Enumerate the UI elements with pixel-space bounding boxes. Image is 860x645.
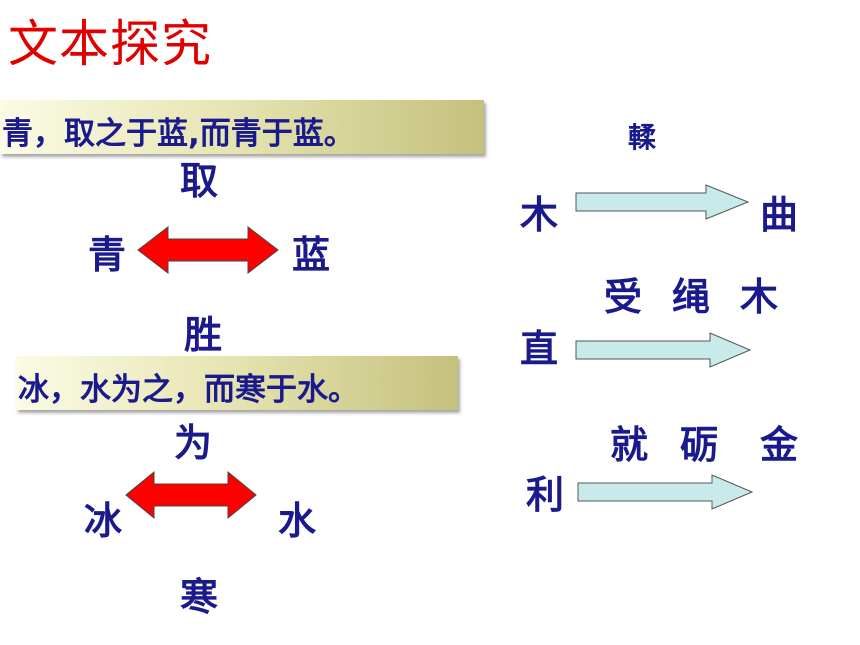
arrow-3 [577,474,754,510]
label-mu: 木 [520,193,559,237]
label-sheng-rope: 绳 [672,275,711,319]
label-zhi: 直 [520,327,559,371]
label-qu-curved: 曲 [760,193,799,237]
double-arrow-1 [137,225,279,275]
label-lan: 蓝 [292,233,331,277]
label-rou: 輮 [628,121,657,154]
label-qing: 青 [88,233,127,277]
label-qu: 取 [180,159,219,203]
label-jin: 金 [760,423,799,467]
sentence-2: 冰，水为之，而寒于水。 [18,372,359,408]
label-shou: 受 [604,275,643,319]
sentence-banner-1: 青，取之于蓝,而青于蓝。 [0,100,484,154]
label-shui: 水 [278,499,317,543]
arrow-2 [575,332,752,368]
label-li-stone: 砺 [680,423,719,467]
label-bing: 冰 [84,499,123,543]
label-wei: 为 [174,421,213,465]
double-arrow-2 [125,470,257,520]
label-jiu: 就 [610,423,649,467]
arrow-1 [575,184,750,220]
label-sheng: 胜 [184,313,223,357]
label-han: 寒 [180,575,219,619]
slide-title: 文本探究 [8,15,212,73]
label-mu-2: 木 [740,275,779,319]
sentence-1: 青，取之于蓝,而青于蓝。 [2,116,355,152]
sentence-banner-2: 冰，水为之，而寒于水。 [16,356,458,410]
label-li: 利 [526,473,565,517]
